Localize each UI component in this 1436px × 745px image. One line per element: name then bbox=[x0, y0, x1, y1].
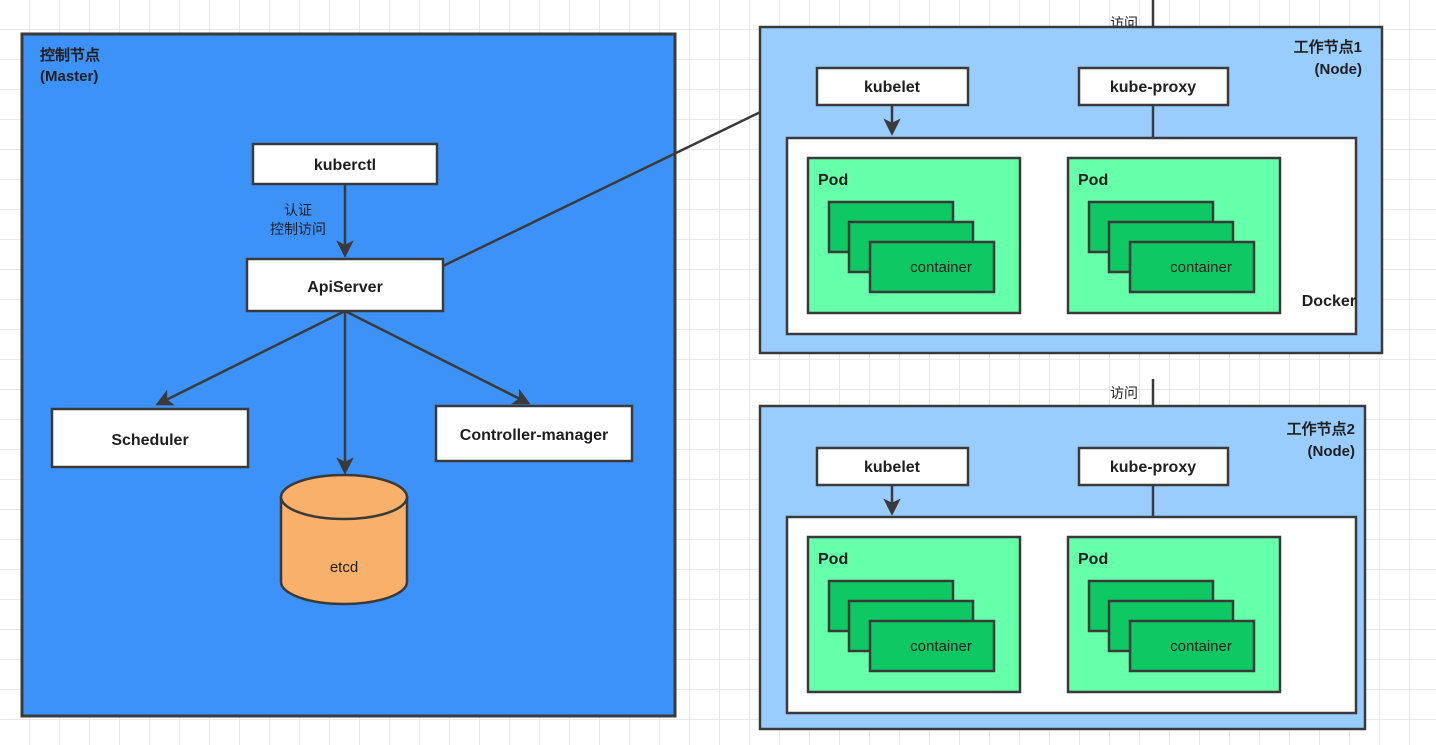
apiserver-label: ApiServer bbox=[307, 279, 383, 296]
edge-label-auth-line2: 控制访问 bbox=[270, 221, 326, 237]
worker-node2-title-line1: 工作节点2 bbox=[1287, 420, 1355, 438]
kuberctl-label: kuberctl bbox=[314, 157, 376, 174]
docker-label-node1: Docker bbox=[1302, 293, 1356, 310]
container-label-node2-0: container bbox=[910, 638, 972, 655]
controller-manager-label: Controller-manager bbox=[460, 427, 608, 444]
kubelet-label-node1: kubelet bbox=[864, 79, 921, 96]
container-front-node2-1[interactable] bbox=[1128, 619, 1256, 673]
kube-proxy-box-node1[interactable]: kube-proxy bbox=[1077, 66, 1230, 107]
pod-label-node1-0: Pod bbox=[818, 172, 848, 189]
edge-label-auth-line1: 认证 bbox=[284, 202, 312, 218]
scheduler-label: Scheduler bbox=[111, 432, 188, 449]
kube-proxy-box-node2[interactable]: kube-proxy bbox=[1077, 446, 1230, 487]
apiserver-box[interactable]: ApiServer bbox=[245, 257, 445, 313]
controller-manager-box[interactable]: Controller-manager bbox=[434, 404, 634, 463]
master-title-line1: 控制节点 bbox=[40, 46, 100, 64]
master-node-group[interactable]: 控制节点 (Master) 认证 控制访问 kuberctl ApiServer… bbox=[20, 32, 677, 718]
worker-node1-title-line1: 工作节点1 bbox=[1294, 38, 1362, 56]
kubelet-label-node2: kubelet bbox=[864, 459, 921, 476]
runtime-node2[interactable]: Pod container Pod container bbox=[785, 515, 1358, 715]
etcd-cylinder[interactable]: etcd bbox=[279, 473, 409, 606]
pod-label-node2-1: Pod bbox=[1078, 551, 1108, 568]
kubelet-box-node1[interactable]: kubelet bbox=[815, 66, 970, 107]
container-front-node2-0[interactable] bbox=[868, 619, 996, 673]
container-label-node1-0: container bbox=[910, 259, 972, 276]
worker-node2-title-line2: (Node) bbox=[1308, 443, 1356, 460]
pod-label-node2-0: Pod bbox=[818, 551, 848, 568]
kube-proxy-label-node1: kube-proxy bbox=[1110, 79, 1196, 96]
container-front-node1-0[interactable] bbox=[868, 240, 996, 294]
kube-proxy-label-node2: kube-proxy bbox=[1110, 459, 1196, 476]
scheduler-box[interactable]: Scheduler bbox=[50, 407, 250, 469]
pod-label-node1-1: Pod bbox=[1078, 172, 1108, 189]
container-front-node1-1[interactable] bbox=[1128, 240, 1256, 294]
pod-node2-1[interactable]: Pod container bbox=[1066, 535, 1282, 694]
docker-runtime-node1[interactable]: Docker Pod container Pod container bbox=[785, 136, 1358, 336]
kuberctl-box[interactable]: kuberctl bbox=[251, 142, 439, 186]
kubelet-box-node2[interactable]: kubelet bbox=[815, 446, 970, 487]
master-title-line2: (Master) bbox=[40, 68, 98, 85]
worker-node1-title-line2: (Node) bbox=[1315, 61, 1363, 78]
container-label-node1-1: container bbox=[1170, 259, 1232, 276]
container-label-node2-1: container bbox=[1170, 638, 1232, 655]
pod-node1-1[interactable]: Pod container bbox=[1066, 156, 1282, 315]
etcd-label: etcd bbox=[330, 559, 358, 576]
worker-node1-group[interactable]: 访问 工作节点1 (Node) kubelet kube-proxy Docke… bbox=[758, 0, 1384, 355]
worker-node2-group[interactable]: 访问 工作节点2 (Node) kubelet kube-proxy Pod bbox=[758, 379, 1367, 731]
master-edges: 认证 控制访问 bbox=[155, 184, 531, 475]
edge-apiserver-kubelet-node1 bbox=[442, 85, 815, 268]
access-label-node2: 访问 bbox=[1110, 385, 1138, 401]
pod-node1-0[interactable]: Pod container bbox=[806, 156, 1022, 315]
pod-node2-0[interactable]: Pod container bbox=[806, 535, 1022, 694]
edge-apiserver-scheduler bbox=[155, 309, 346, 406]
edge-apiserver-controller-manager bbox=[344, 309, 531, 405]
master-node-panel[interactable] bbox=[20, 32, 677, 718]
